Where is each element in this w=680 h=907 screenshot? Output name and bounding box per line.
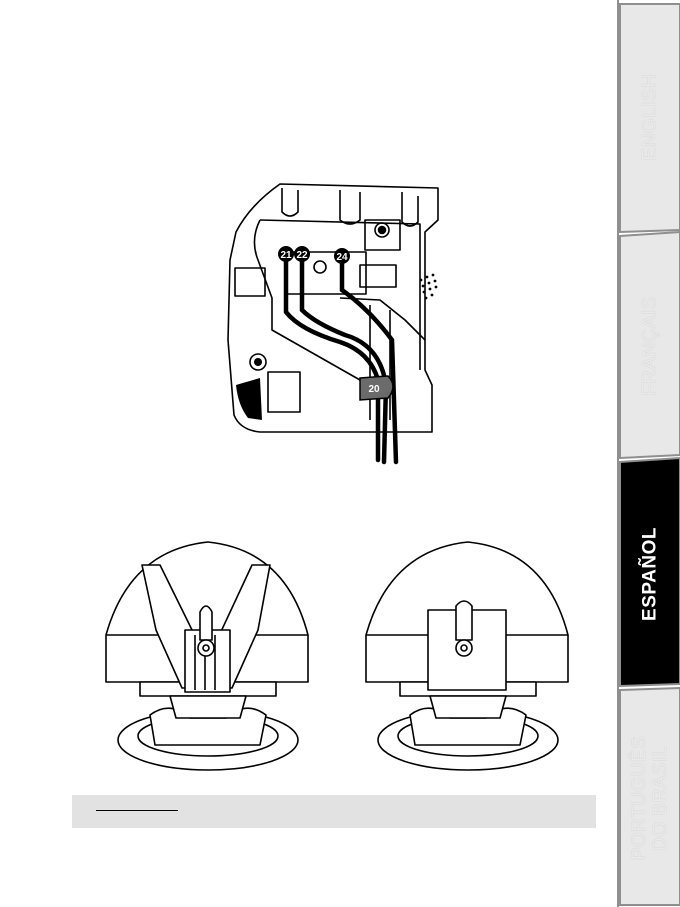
caption-underline xyxy=(96,810,178,811)
tab-portugues-do-brasil[interactable]: PORTUGUÊS DO BRASIL xyxy=(620,690,680,905)
tab-english-label: ENGLISH xyxy=(640,74,661,161)
mounting-screw-illustration xyxy=(360,540,575,775)
tab-espanol-label: ESPAÑOL xyxy=(640,527,661,621)
cable-connection-illustration: 21 22 24 20 xyxy=(220,180,450,465)
callout-20: 20 xyxy=(368,384,380,395)
tab-english[interactable]: ENGLISH xyxy=(620,4,680,230)
caption-bar xyxy=(72,795,596,828)
callout-22: 22 xyxy=(296,250,308,261)
mounting-clamp-illustration xyxy=(100,540,315,775)
tab-portugues-label: PORTUGUÊS DO BRASIL xyxy=(629,735,671,860)
tab-francais[interactable]: FRANÇAIS xyxy=(620,236,680,456)
callout-21: 21 xyxy=(280,250,292,261)
tab-espanol[interactable]: ESPAÑOL xyxy=(620,462,680,686)
callout-24: 24 xyxy=(336,252,348,263)
tab-francais-label: FRANÇAIS xyxy=(640,296,661,396)
